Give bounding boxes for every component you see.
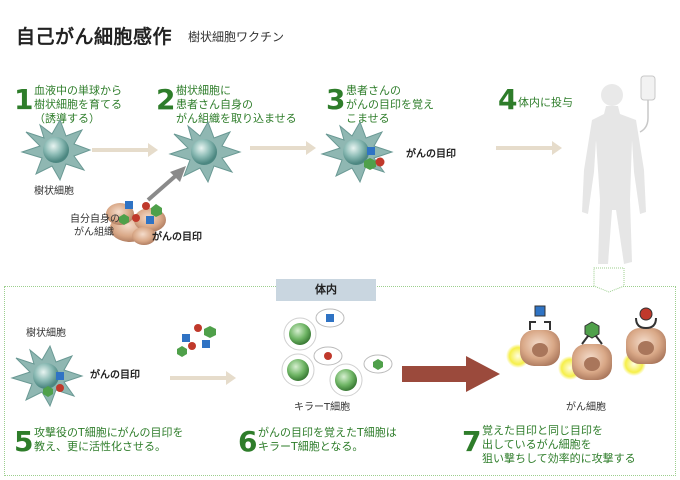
page-title: 自己がん細胞感作 [16, 26, 173, 48]
step-6-line: キラーT細胞となる。 [258, 440, 364, 453]
cancer-mark-label-a: がんの目印 [152, 230, 202, 243]
arrow-2 [250, 141, 316, 155]
step-6-text: がんの目印を覚えたT細胞は キラーT細胞となる。 [258, 426, 397, 454]
step-1-line: （誘導する） [34, 112, 100, 125]
dendritic-top-label: 樹状細胞 [34, 184, 74, 197]
killer-t-label: キラーT細胞 [294, 400, 350, 413]
step-1-text: 血液中の単球から 樹状細胞を育てる （誘導する） [34, 84, 122, 126]
own-cancer-label-2: がん組織 [74, 225, 114, 238]
dendritic-cell-4 [10, 344, 84, 408]
step-2-line: 樹状細胞に [176, 84, 231, 97]
arrow-5 [402, 356, 500, 392]
step-2-text: 樹状細胞に 患者さん自身の がん組織を取り込ませる [176, 84, 297, 126]
step-2-number: 2 [156, 83, 176, 116]
step-4-number: 4 [498, 83, 518, 116]
step-7-text: 覚えた目印と同じ目印を 出しているがん細胞を 狙い撃ちして効率的に攻撃する [482, 424, 636, 466]
cancer-mark-label-c: がんの目印 [90, 368, 140, 381]
arrow-4 [170, 371, 236, 385]
panel-pointer [593, 267, 625, 293]
killer-t-cells [281, 308, 393, 397]
dendritic-bottom-label: 樹状細胞 [26, 326, 66, 339]
step-3-text: 患者さんの がんの目印を覚え こませる [346, 84, 434, 126]
own-cancer-label-1: 自分自身の [70, 212, 120, 225]
step-7-line: 覚えた目印と同じ目印を [482, 424, 603, 437]
uptake-arrow [146, 166, 186, 202]
own-cancer-tissue [106, 201, 166, 245]
arrow-3 [496, 141, 562, 155]
dendritic-cell-1 [20, 118, 92, 182]
human-body-icon [582, 84, 646, 264]
step-4-text: 体内に投与 [518, 96, 573, 110]
cancer-cells-attacked [506, 305, 666, 380]
step-5-number: 5 [14, 425, 34, 458]
dendritic-cell-3 [320, 120, 394, 184]
step-7-line: 出しているがん細胞を [482, 438, 592, 451]
body-tab: 体内 [276, 279, 376, 301]
step-5-line: 教え、更に活性化させる。 [34, 440, 166, 453]
step-2-line: 患者さん自身の [176, 98, 253, 111]
step-1-number: 1 [14, 83, 34, 116]
step-5-text: 攻撃役のT細胞にがんの目印を 教え、更に活性化させる。 [34, 426, 184, 454]
step-3-line: 患者さんの [346, 84, 401, 97]
step-3-number: 3 [326, 83, 346, 116]
arrow-1 [92, 143, 158, 157]
step-3-line: こませる [346, 112, 390, 125]
step-7-number: 7 [462, 425, 482, 458]
step-6-number: 6 [238, 425, 258, 458]
step-6-line: がんの目印を覚えたT細胞は [258, 426, 397, 439]
step-2-line: がん組織を取り込ませる [176, 112, 297, 125]
dendritic-cell-2 [168, 120, 242, 184]
step-4-line: 体内に投与 [518, 96, 573, 109]
step-3-line: がんの目印を覚え [346, 98, 434, 111]
step-5-line: 攻撃役のT細胞にがんの目印を [34, 426, 184, 439]
step-1-line: 血液中の単球から [34, 84, 122, 97]
step-1-line: 樹状細胞を育てる [34, 98, 122, 111]
step-7-line: 狙い撃ちして効率的に攻撃する [482, 452, 636, 465]
iv-bag-icon [639, 75, 656, 133]
floating-markers [177, 324, 216, 357]
cancer-cell-label: がん細胞 [566, 400, 606, 413]
cancer-mark-label-b: がんの目印 [406, 147, 456, 160]
page-subtitle: 樹状細胞ワクチン [188, 30, 285, 44]
